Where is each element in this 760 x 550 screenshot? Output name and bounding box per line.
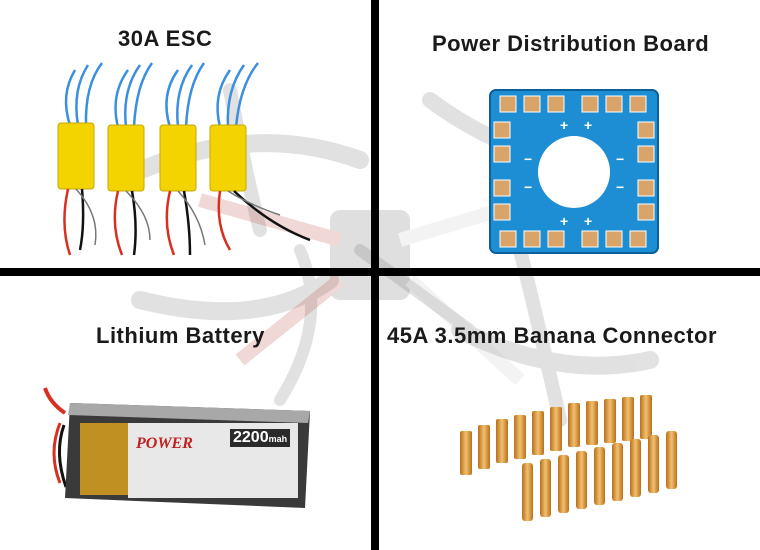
svg-text:+: + [584,213,592,229]
battery-image: POWER 2200mah [40,383,320,513]
battery-brand-label: POWER [136,435,193,452]
esc-title: 30A ESC [118,26,213,51]
horizontal-divider [0,268,760,276]
banana-title: 45A 3.5mm Banana Connector [387,323,718,348]
svg-text:−: − [524,151,532,167]
svg-text:−: − [616,151,624,167]
pdb-title: Power Distribution Board [432,31,710,56]
svg-text:+: + [560,117,568,133]
banana-connector-image [460,395,677,521]
esc-image [57,62,311,256]
svg-text:+: + [560,213,568,229]
svg-text:−: − [616,179,624,195]
battery-capacity-value: 2200 [233,429,269,446]
pdb-image: + + + + − − − − [489,89,659,254]
svg-text:+: + [584,117,592,133]
svg-text:−: − [524,179,532,195]
battery-capacity-unit: mah [268,434,288,444]
battery-title: Lithium Battery [96,323,265,348]
